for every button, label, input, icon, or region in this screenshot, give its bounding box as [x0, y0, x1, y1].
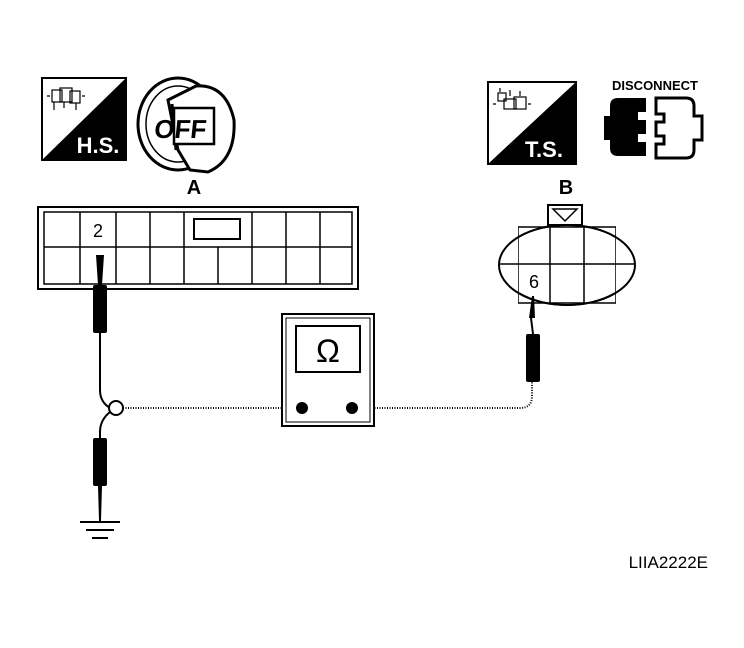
connector-a: 2: [37, 206, 359, 290]
connector-b: 6: [498, 204, 640, 306]
terminal-side-connector-icon: T.S.: [487, 81, 577, 165]
terminal-a-number: 2: [93, 221, 103, 241]
harness-side-label: H.S.: [77, 133, 120, 158]
meter-terminal-left: [296, 402, 308, 414]
disconnect-connector-icon: DISCONNECT: [604, 78, 704, 160]
figure-code: LIIA2222E: [629, 553, 708, 572]
harness-side-connector-icon: H.S.: [41, 77, 127, 161]
terminal-b-number: 6: [529, 272, 539, 292]
connector-a-label: A: [187, 177, 201, 199]
ignition-key-off-icon: OFF: [136, 76, 236, 174]
ground-symbol-icon: [80, 510, 120, 539]
probe-ground: [93, 411, 111, 520]
junction-point: [108, 400, 124, 416]
disconnect-label: DISCONNECT: [612, 78, 698, 93]
meter-terminal-right: [346, 402, 358, 414]
probe-a: [93, 255, 111, 409]
ohmmeter-icon: Ω: [281, 313, 375, 427]
wire-to-meter-right: [352, 382, 533, 409]
probe-b: [526, 296, 540, 382]
connector-b-label: B: [559, 177, 573, 199]
ohm-symbol: Ω: [316, 333, 340, 369]
ignition-off-label: OFF: [153, 114, 208, 144]
terminal-side-label: T.S.: [525, 137, 563, 162]
